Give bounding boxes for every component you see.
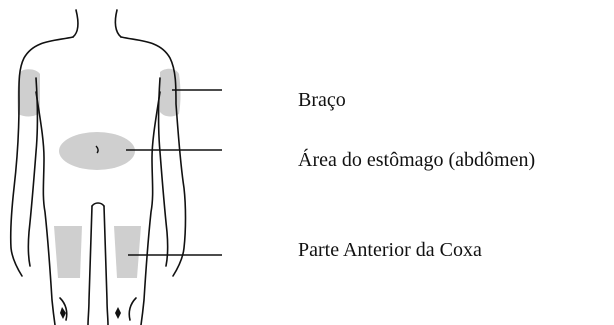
thigh-label: Parte Anterior da Coxa [298, 239, 482, 261]
arm-label: Braço [298, 89, 346, 111]
right-arm-zone [160, 68, 181, 117]
abdomen-zone [59, 132, 135, 170]
leader-lines [126, 89, 222, 256]
right-thigh-zone [114, 226, 141, 278]
left-arm-zone [17, 69, 40, 117]
abdomen-label: Área do estômago (abdômen) [298, 149, 536, 171]
navel-mark [95, 145, 99, 154]
left-thigh-zone [54, 226, 82, 278]
injection-zones [17, 68, 181, 278]
knee-marks [60, 307, 121, 319]
body-outline [9, 9, 187, 325]
